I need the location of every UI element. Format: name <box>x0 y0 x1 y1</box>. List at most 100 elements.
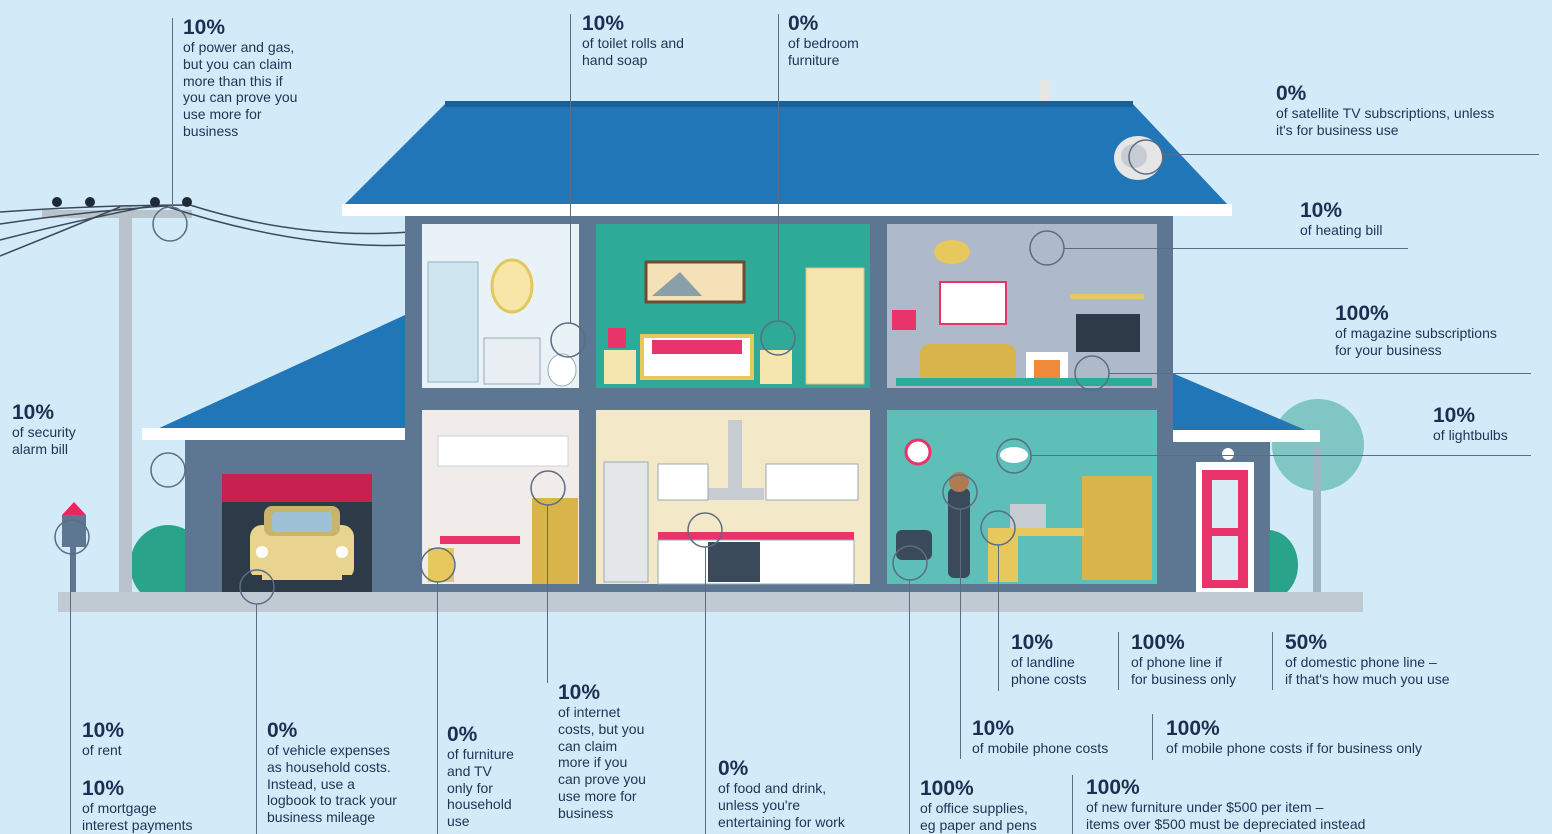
label-percent: 10% <box>82 777 125 800</box>
bedside-table-right <box>760 350 792 384</box>
office-pendant-light <box>1000 447 1028 463</box>
desk <box>988 528 1084 536</box>
label-percent: 100% <box>1335 302 1389 325</box>
label-text: of furniture and TV only for household u… <box>447 746 514 830</box>
label-lightbulbs: 10% of lightbulbs <box>1433 404 1508 444</box>
label-percent: 50% <box>1285 631 1328 654</box>
monitor <box>1010 504 1046 528</box>
label-percent: 100% <box>1131 631 1185 654</box>
power-pole-crossbar <box>42 210 192 218</box>
floor-lamp <box>892 310 916 330</box>
wall-clock <box>904 438 932 466</box>
upper-cabinets-left <box>657 463 709 501</box>
leader-bedroom <box>778 14 779 320</box>
office-chair <box>896 530 932 560</box>
label-power-gas: 10% of power and gas, but you can claim … <box>183 16 297 140</box>
bathroom-mirror <box>490 258 534 314</box>
fire <box>1034 360 1060 380</box>
divider-phone-1 <box>1118 632 1119 690</box>
label-text: of rent <box>82 742 122 759</box>
divider-furniture <box>1072 775 1073 834</box>
label-text: of heating bill <box>1300 222 1383 239</box>
label-new-furniture: 100% of new furniture under $500 per ite… <box>1086 776 1365 833</box>
label-office-supplies: 100% of office supplies, eg paper and pe… <box>920 777 1037 834</box>
label-security-alarm: 10% of security alarm bill <box>12 401 76 458</box>
label-percent: 0% <box>1276 82 1307 105</box>
living-painting <box>939 281 1007 325</box>
oven <box>708 542 760 582</box>
leader-rent <box>70 555 71 834</box>
label-text: of domestic phone line – if that's how m… <box>1285 654 1450 687</box>
label-percent: 100% <box>1086 776 1140 799</box>
leader-heating <box>1064 248 1408 249</box>
toilet <box>547 353 577 387</box>
main-gutter <box>342 204 1232 216</box>
leader-vehicle <box>256 604 257 834</box>
label-percent: 10% <box>582 12 625 35</box>
label-text: of power and gas, but you can claim more… <box>183 39 298 140</box>
label-text: of mortgage interest payments <box>82 800 193 833</box>
label-mobile-phone: 10% of mobile phone costs <box>972 717 1108 757</box>
label-percent: 10% <box>12 401 55 424</box>
door-window-lower <box>1212 536 1238 580</box>
leader-office-supplies <box>909 580 910 834</box>
leader-internet <box>547 505 548 683</box>
car <box>248 506 356 592</box>
person-head <box>949 472 969 492</box>
power-pole <box>119 205 132 597</box>
label-percent: 10% <box>82 719 125 742</box>
sofa <box>920 344 1016 384</box>
entry-roof <box>1170 372 1310 432</box>
bookshelf <box>1082 476 1152 580</box>
garage-door <box>222 474 372 502</box>
painting-mountain <box>652 272 702 296</box>
label-text: of satellite TV subscriptions, unless it… <box>1276 105 1495 138</box>
leader-landline <box>998 545 999 691</box>
garage-gutter <box>142 428 405 440</box>
main-roof <box>344 104 1228 205</box>
label-text: of lightbulbs <box>1433 427 1508 444</box>
person <box>948 488 970 578</box>
label-domestic-line: 50% of domestic phone line – if that's h… <box>1285 631 1450 688</box>
label-percent: 10% <box>1300 199 1343 222</box>
label-phone-line: 100% of phone line if for business only <box>1131 631 1236 688</box>
label-text: of magazine subscriptions for your busin… <box>1335 325 1497 358</box>
label-mortgage: 10% of mortgage interest payments <box>82 777 193 834</box>
upper-cabinets-right <box>765 463 859 501</box>
mailbox-post <box>70 545 76 595</box>
shower <box>427 261 479 383</box>
label-text: of food and drink, unless you're enterta… <box>718 780 845 830</box>
leader-magazine <box>1109 373 1531 374</box>
door-window <box>1212 480 1238 528</box>
leader-satellite <box>1163 154 1539 155</box>
dining-cabinet <box>532 498 578 584</box>
tree-trunk <box>1313 445 1321 595</box>
leader-food <box>705 547 706 834</box>
porch-light <box>1222 448 1234 460</box>
label-percent: 0% <box>788 12 819 35</box>
fridge <box>603 461 649 583</box>
label-rent: 10% of rent <box>82 719 124 759</box>
dining-window <box>437 435 569 467</box>
leader-power <box>172 18 173 208</box>
label-heating-bill: 10% of heating bill <box>1300 199 1383 239</box>
range-hood <box>728 420 742 490</box>
label-toilet-rolls: 10% of toilet rolls and hand soap <box>582 12 684 69</box>
label-percent: 10% <box>1433 404 1476 427</box>
label-furniture-tv: 0% of furniture and TV only for househol… <box>447 723 514 830</box>
mailbox-flag <box>62 502 86 515</box>
bedroom-lamp <box>608 328 626 348</box>
leader-toilet <box>570 14 571 324</box>
divider-mobile <box>1152 714 1153 760</box>
label-internet: 10% of internet costs, but you can claim… <box>558 681 646 822</box>
wardrobe <box>805 267 865 385</box>
label-food-drink: 0% of food and drink, unless you're ente… <box>718 757 845 830</box>
tv <box>1076 314 1140 352</box>
label-percent: 10% <box>1011 631 1054 654</box>
callout-circles <box>54 139 1164 605</box>
ceiling-lamp <box>934 240 970 264</box>
label-text: of office supplies, eg paper and pens <box>920 800 1037 833</box>
label-text: of new furniture under $500 per item – i… <box>1086 799 1366 832</box>
label-mobile-business: 100% of mobile phone costs if for busine… <box>1166 717 1422 757</box>
